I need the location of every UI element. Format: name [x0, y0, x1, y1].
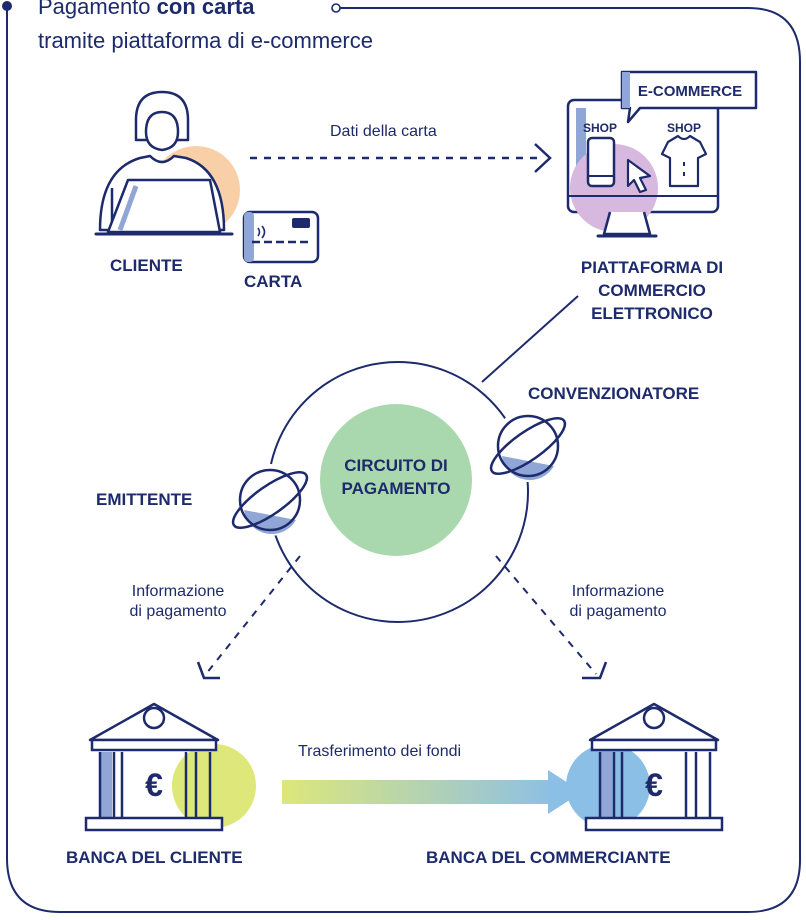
euro-icon-left: € [145, 767, 163, 803]
edge-dati-carta: Dati della carta [330, 123, 437, 140]
title-bold: con carta [156, 0, 255, 19]
edge-info-left: Informazione di pagamento [116, 582, 240, 622]
shop-label-1: SHOP [583, 121, 617, 135]
cursor-icon [626, 158, 652, 194]
diagram-title: Pagamento con carta tramite piattaforma … [38, 0, 373, 58]
label-circuito-line1: CIRCUITO DI [344, 456, 448, 475]
arrow-info-left [196, 555, 301, 680]
edge-info-left-line1: Informazione [131, 583, 225, 600]
person-icon [94, 90, 240, 236]
tshirt-icon [660, 134, 708, 188]
planet-icon-emittente [231, 464, 309, 536]
edge-info-right-line2: di pagamento [569, 603, 667, 620]
title-normal: Pagamento [38, 0, 157, 19]
edge-info-right: Informazione di pagamento [556, 582, 680, 622]
label-convenzionatore: CONVENZIONATORE [528, 384, 700, 403]
arrow-info-right [495, 555, 608, 680]
edge-info-left-line2: di pagamento [129, 603, 227, 620]
phone-icon [586, 136, 616, 188]
label-piattaforma-line2: COMMERCIO [598, 281, 706, 300]
label-carta: CARTA [244, 272, 303, 291]
edge-trasferimento: Trasferimento dei fondi [298, 743, 462, 760]
ecommerce-badge: E-COMMERCE [638, 83, 742, 100]
label-banca-cliente: BANCA DEL CLIENTE [66, 848, 243, 867]
label-circuito: CIRCUITO DI PAGAMENTO [306, 454, 486, 500]
label-piattaforma-line3: ELETTRONICO [591, 304, 713, 323]
bank-icon-commerciante [566, 702, 724, 832]
card-icon [242, 210, 320, 264]
label-banca-commerciante: BANCA DEL COMMERCIANTE [426, 848, 671, 867]
label-piattaforma-line1: PIATTAFORMA DI [580, 258, 724, 277]
label-circuito-line2: PAGAMENTO [341, 479, 451, 498]
label-emittente: EMITTENTE [96, 490, 193, 509]
arrow-trasferimento [282, 770, 582, 814]
label-piattaforma: PIATTAFORMA DI COMMERCIO ELETTRONICO [552, 256, 752, 325]
arrow-dati-carta [250, 143, 552, 173]
planet-icon-convenzionatore [489, 410, 567, 482]
label-cliente: CLIENTE [110, 256, 183, 275]
euro-icon-right: € [645, 767, 663, 803]
shop-label-2: SHOP [667, 121, 701, 135]
title-line2: tramite piattaforma di e-commerce [38, 28, 373, 53]
edge-info-right-line1: Informazione [571, 583, 665, 600]
link-piattaforma-convenzionatore [481, 295, 579, 383]
bank-icon-cliente [84, 702, 256, 832]
